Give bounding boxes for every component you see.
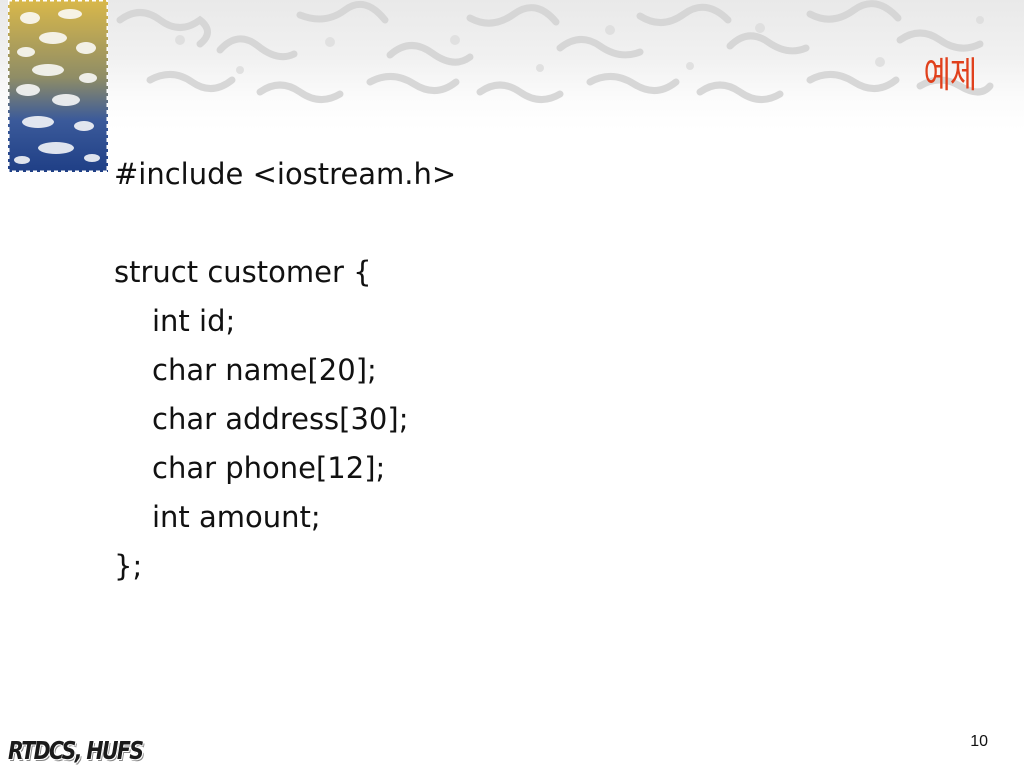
code-line-include: #include <iostream.h> [114,157,457,191]
code-line-field-address: char address[30]; [152,402,409,436]
code-line-field-name: char name[20]; [152,353,377,387]
code-line-struct-close: }; [114,549,143,583]
code-line-field-id: int id; [152,304,236,338]
page-number: 10 [970,733,988,750]
header-pattern-band [0,0,1024,130]
code-line-field-amount: int amount; [152,500,321,534]
footer-logo: RTDCS, HUFS [8,736,144,765]
code-line-field-phone: char phone[12]; [152,451,386,485]
slide-title: 예제 [923,55,977,96]
ornament-pattern-icon [6,0,110,174]
code-line-blank [114,199,934,248]
code-line-struct-open: struct customer { [114,255,372,289]
corner-ornament [6,0,110,174]
code-block: #include <iostream.h> struct customer { … [114,150,934,591]
decorative-swirl-pattern [116,0,994,103]
